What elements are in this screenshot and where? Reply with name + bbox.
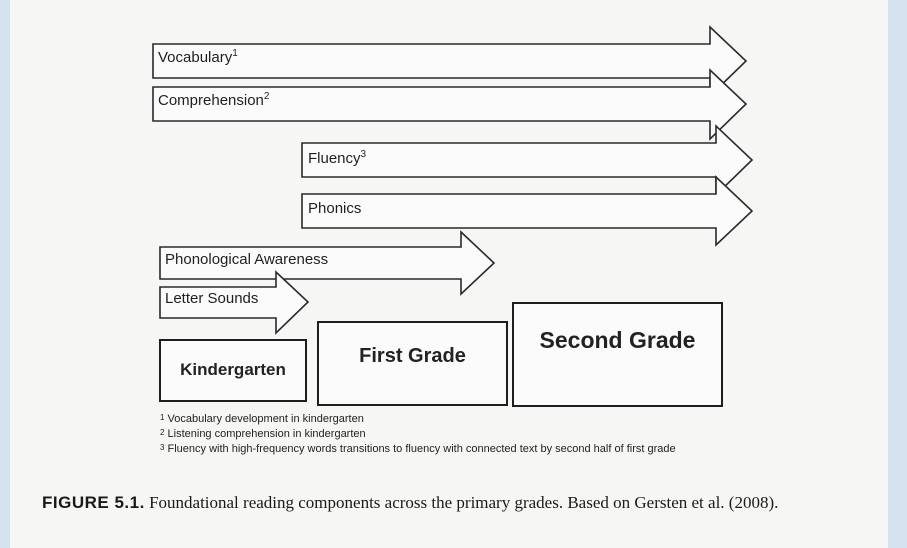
phonological-awareness-label: Phonological Awareness	[165, 251, 329, 268]
fluency-label: Fluency3	[308, 149, 367, 167]
footnote-3: 3 Fluency with high-frequency words tran…	[160, 443, 676, 455]
second-grade-box	[512, 302, 723, 407]
comprehension-arrow	[152, 68, 748, 141]
phonics-label: Phonics	[308, 200, 362, 217]
first-grade-label: First Grade	[359, 345, 466, 367]
first-grade-box	[317, 321, 508, 406]
right-margin	[888, 0, 907, 548]
caption-text: Foundational reading components across t…	[149, 493, 779, 512]
fluency-arrow	[301, 124, 754, 197]
vocabulary-arrow	[152, 25, 748, 98]
letter-sounds-arrow	[159, 270, 310, 335]
comprehension-label: Comprehension2	[158, 91, 270, 109]
kindergarten-box	[159, 339, 307, 402]
footnote-2: 2 Listening comprehension in kindergarte…	[160, 428, 366, 440]
letter-sounds-label: Letter Sounds	[165, 290, 259, 307]
kindergarten-label: Kindergarten	[180, 360, 286, 379]
phonological-awareness-arrow	[159, 230, 496, 296]
figure-label: FIGURE 5.1.	[42, 493, 145, 512]
figure-caption: FIGURE 5.1. Foundational reading compone…	[42, 492, 882, 514]
vocabulary-label: Vocabulary1	[158, 48, 238, 66]
left-margin	[0, 0, 10, 548]
footnote-1: 1 Vocabulary development in kindergarten	[160, 413, 364, 425]
second-grade-label: Second Grade	[539, 327, 696, 353]
phonics-arrow	[301, 175, 754, 247]
